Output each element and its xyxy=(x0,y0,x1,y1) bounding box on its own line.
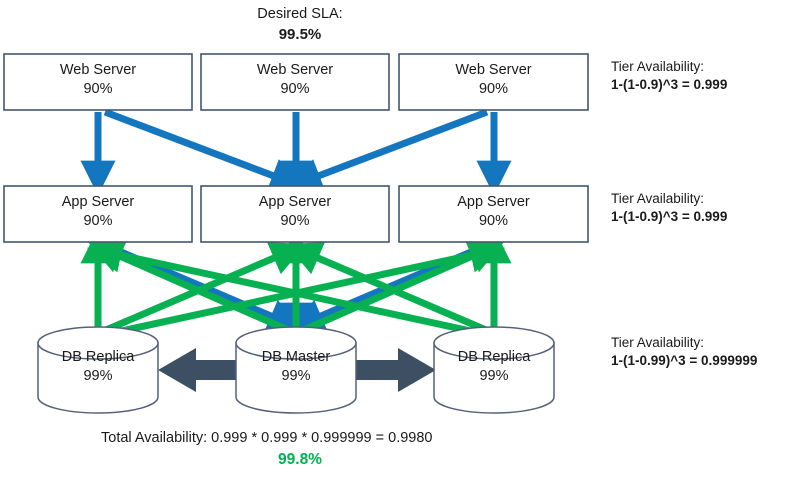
app-server-label-3: App Server 90% xyxy=(399,193,588,231)
db-replica-cylinder-1[interactable] xyxy=(37,326,159,414)
app-server-availability-3: 90% xyxy=(478,213,509,229)
web-tier-boxes xyxy=(3,53,589,111)
web-server-name-3: Web Server xyxy=(455,62,532,78)
desired-sla-value: 99.5% xyxy=(278,26,322,43)
db-master-name: DB Master xyxy=(261,349,331,365)
web-tier-annotation-formula: 1-(1-0.9)^3 = 0.999 xyxy=(611,77,728,92)
arrow-dbreplica2-to-app1 xyxy=(86,238,481,337)
total-availability-line: Total Availability: 0.999 * 0.999 * 0.99… xyxy=(101,430,433,446)
db-replica-name-1: DB Replica xyxy=(61,349,135,365)
db-replica-cylinder-2[interactable] xyxy=(433,326,555,414)
web-to-app-arrows xyxy=(80,108,512,196)
replication-arrows xyxy=(158,348,436,392)
db-replica-label-2: DB Replica 99% xyxy=(434,348,554,386)
db-replica-availability-2: 99% xyxy=(479,368,509,384)
app-server-availability-2: 90% xyxy=(280,213,310,229)
arrow-dbmaster-to-app1 xyxy=(88,240,290,334)
arrow-dbreplica2-to-app2 xyxy=(285,241,488,334)
web-server-box-2[interactable] xyxy=(200,53,390,111)
web-server-name-1: Web Server xyxy=(59,62,137,78)
web-tier-annotation: Tier Availability: 1-(1-0.9)^3 = 0.999 xyxy=(611,58,727,94)
app-server-name-1: App Server xyxy=(61,194,135,210)
db-tier-annotation: Tier Availability: 1-(1-0.99)^3 = 0.9999… xyxy=(611,334,757,370)
app-server-name-2: App Server xyxy=(258,194,332,210)
arrow-dbmaster-to-dbreplica2 xyxy=(356,348,436,392)
arrow-dbmaster-to-dbreplica1 xyxy=(158,348,238,392)
app-server-name-3: App Server xyxy=(457,194,530,210)
web-server-availability-1: 90% xyxy=(83,81,113,97)
db-tier-annotation-formula: 1-(1-0.99)^3 = 0.999999 xyxy=(611,353,758,368)
web-server-availability-3: 90% xyxy=(478,81,509,97)
db-replica-availability-1: 99% xyxy=(83,368,113,384)
db-to-app-arrows xyxy=(80,228,512,337)
db-replica-name-2: DB Replica xyxy=(457,349,531,365)
app-tier-annotation-title: Tier Availability: xyxy=(611,191,705,206)
db-master-label: DB Master 99% xyxy=(236,348,356,386)
web-tier-annotation-title: Tier Availability: xyxy=(611,59,705,74)
web-server-label-1: Web Server 90% xyxy=(4,61,192,99)
web-server-availability-2: 90% xyxy=(280,81,310,97)
web-server-box-1[interactable] xyxy=(3,53,193,111)
web-server-name-2: Web Server xyxy=(256,62,334,78)
web-server-label-2: Web Server 90% xyxy=(201,61,389,99)
app-server-label-1: App Server 90% xyxy=(4,193,192,231)
app-tier-boxes xyxy=(3,185,589,243)
total-availability-percent: 99.8% xyxy=(278,451,322,468)
web-server-box-3[interactable] xyxy=(398,53,589,111)
db-master-availability: 99% xyxy=(281,368,311,384)
db-replica-label-1: DB Replica 99% xyxy=(38,348,158,386)
db-tier-cylinders xyxy=(37,326,555,414)
app-tier-annotation-formula: 1-(1-0.9)^3 = 0.999 xyxy=(611,209,728,224)
arrow-web1-to-app2 xyxy=(103,108,306,192)
db-master-cylinder[interactable] xyxy=(235,326,357,414)
app-server-availability-1: 90% xyxy=(83,213,113,229)
app-tier-annotation: Tier Availability: 1-(1-0.9)^3 = 0.999 xyxy=(611,190,727,226)
desired-sla-label: Desired SLA: xyxy=(257,6,343,22)
app-server-label-2: App Server 90% xyxy=(201,193,389,231)
web-server-label-3: Web Server 90% xyxy=(399,61,588,99)
arrow-web3-to-app2 xyxy=(286,108,489,192)
db-tier-annotation-title: Tier Availability: xyxy=(611,335,705,350)
